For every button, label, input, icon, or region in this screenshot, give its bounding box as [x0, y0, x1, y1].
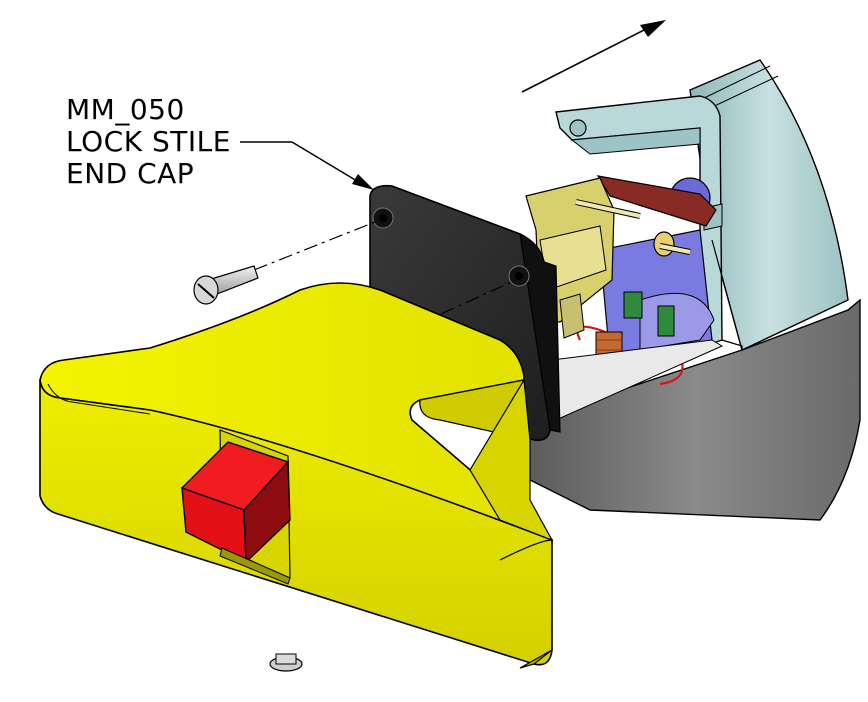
red-release-button: [180, 429, 291, 585]
direction-arrow: [521, 20, 666, 93]
aluminium-extrusion: [529, 59, 861, 521]
part-name-label-line1: LOCK STILE: [66, 125, 231, 158]
part-name-label-line2: END CAP: [66, 157, 195, 190]
screw-left: [193, 265, 259, 305]
callout-leader: [240, 141, 374, 190]
internal-mechanism: [525, 175, 724, 421]
screw-axis-lines: [253, 219, 517, 337]
yellow-housing: [39, 282, 554, 672]
part-number-label: MM_050: [66, 93, 185, 126]
